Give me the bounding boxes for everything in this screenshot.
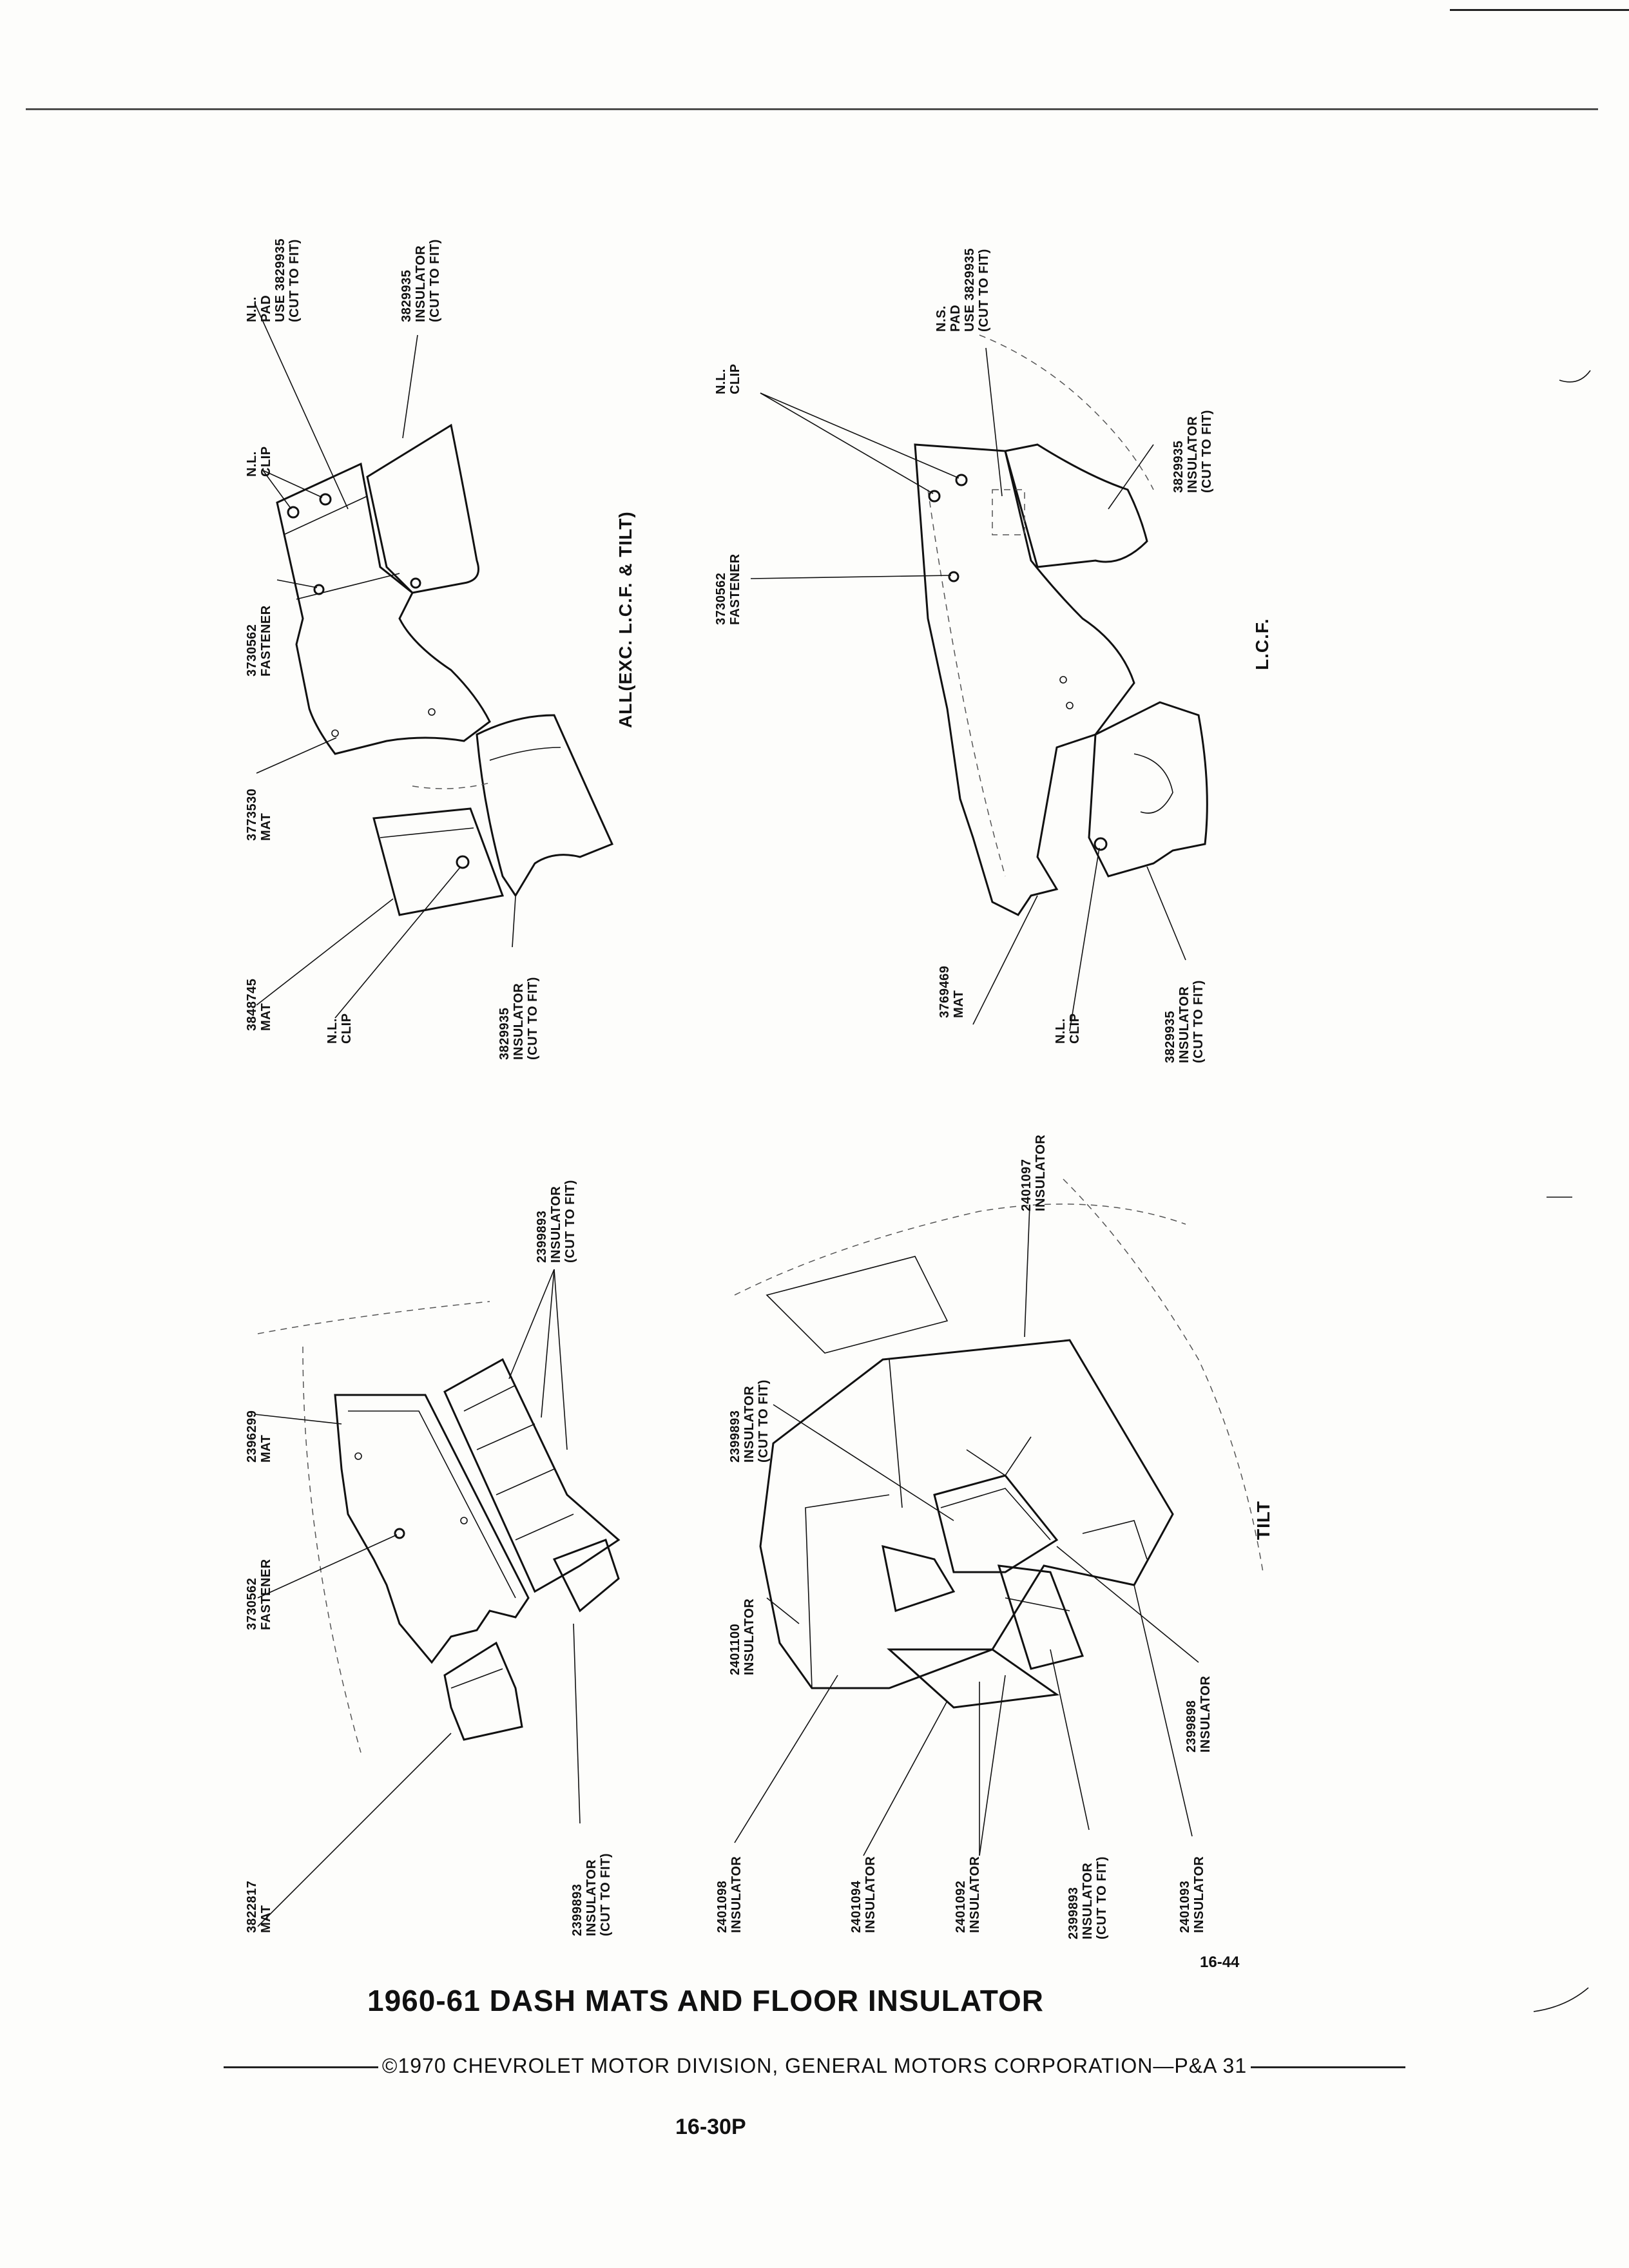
label-insulator-3829935-bottom-right: 3829935 INSULATOR (CUT TO FIT) [1163, 980, 1206, 1063]
margin-mark-top [1559, 370, 1591, 383]
label-insulator-3829935-top: 3829935 INSULATOR (CUT TO FIT) [400, 239, 442, 322]
footer-text: ©1970 CHEVROLET MOTOR DIVISION, GENERAL … [381, 2054, 1248, 2077]
diagram-lower-right [734, 1178, 1264, 1856]
label-mat-3848745: 3848745 MAT [245, 978, 273, 1031]
label-nl-clip-upper-right-bottom: N.L. CLIP [1054, 1013, 1082, 1044]
caption-all-exc-lcf-tilt: ALL(EXC. L.C.F. & TILT) [615, 511, 635, 728]
label-insulator-2399893-bottom-left: 2399893 INSULATOR (CUT TO FIT) [570, 1853, 613, 1936]
label-insulator-2401097: 2401097 INSULATOR [1019, 1134, 1048, 1211]
figure-number: 16-44 [1200, 1954, 1240, 1971]
label-nl-clip-upper-left-bottom: N.L. CLIP [325, 1013, 354, 1044]
label-fastener-3730562-upper-left: 3730562 FASTENER [245, 605, 273, 677]
label-insulator-2401098: 2401098 INSULATOR [715, 1856, 744, 1933]
label-mat-3773530: 3773530 MAT [245, 788, 273, 841]
label-insulator-2401100: 2401100 INSULATOR [728, 1598, 757, 1675]
caption-tilt: TILT [1253, 1500, 1273, 1540]
label-nl-clip-upper-left: N.L. CLIP [245, 446, 273, 477]
label-insulator-3829935-right: 3829935 INSULATOR (CUT TO FIT) [1171, 410, 1214, 493]
label-nl-pad: N.L. PAD USE 3829935 (CUT TO FIT) [245, 238, 302, 322]
page-title: 1960-61 DASH MATS AND FLOOR INSULATOR [367, 1984, 1044, 2017]
diagram-lower-left [254, 1269, 621, 1927]
caption-lcf: L.C.F. [1252, 618, 1272, 670]
footer-rule-left [223, 2066, 378, 2069]
header-rule [26, 108, 1598, 110]
top-edge-rule [1450, 9, 1629, 11]
label-insulator-2399898: 2399898 INSULATOR [1184, 1675, 1213, 1753]
footer-rule-right [1251, 2066, 1406, 2069]
label-insulator-2401093: 2401093 INSULATOR [1178, 1856, 1206, 1933]
label-insulator-2401092: 2401092 INSULATOR [954, 1856, 982, 1933]
label-insulator-2399893-tilt-top: 2399893 INSULATOR (CUT TO FIT) [728, 1379, 771, 1463]
label-insulator-3829935-bottom-left: 3829935 INSULATOR (CUT TO FIT) [497, 977, 540, 1060]
diagram-upper-right [750, 334, 1208, 1032]
label-fastener-3730562-lower-left: 3730562 FASTENER [245, 1559, 273, 1630]
label-mat-3769469: 3769469 MAT [938, 965, 966, 1018]
diagram-upper-left [254, 302, 614, 1019]
label-ns-pad: N.S. PAD USE 3829935 (CUT TO FIT) [934, 247, 991, 332]
copyright-footer: ©1970 CHEVROLET MOTOR DIVISION, GENERAL … [0, 2054, 1629, 2078]
label-insulator-2401094: 2401094 INSULATOR [849, 1856, 878, 1933]
label-nl-clip-upper-right: N.L. CLIP [714, 363, 742, 394]
label-fastener-3730562-upper-right: 3730562 FASTENER [714, 553, 742, 625]
label-insulator-2399893-top: 2399893 INSULATOR (CUT TO FIT) [535, 1180, 577, 1263]
label-insulator-2399893-tilt-bottom: 2399893 INSULATOR (CUT TO FIT) [1066, 1856, 1109, 1939]
label-mat-3822817: 3822817 MAT [245, 1880, 273, 1933]
label-mat-2396299: 2396299 MAT [245, 1410, 273, 1463]
margin-mark-bottom [1533, 1987, 1589, 2012]
page-number: 16-30P [675, 2115, 746, 2139]
